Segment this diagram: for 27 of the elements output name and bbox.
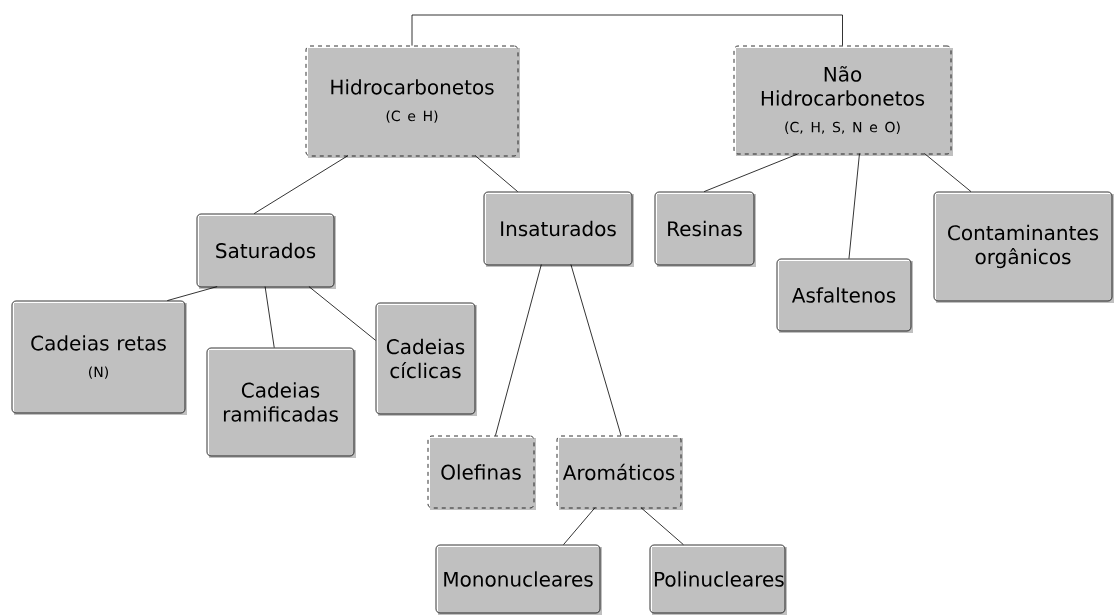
- category-box: Polinucleares: [649, 544, 787, 615]
- connector-line: [848, 153, 860, 259]
- category-box: Olefinas: [427, 435, 536, 510]
- category-box: Cadeias retas (N): [11, 300, 187, 415]
- connector-line: [166, 286, 218, 301]
- category-box: Resinas: [654, 191, 756, 267]
- category-box: Hidrocarbonetos (C e H): [305, 45, 520, 158]
- category-box: Saturados: [196, 213, 336, 289]
- connector-line: [563, 507, 596, 545]
- category-box: Insaturados: [483, 191, 634, 267]
- connector-line: [264, 286, 275, 348]
- connector-line: [495, 264, 542, 436]
- category-box: Mononucleares: [435, 544, 602, 615]
- category-box: Cadeias cíclicas: [375, 302, 477, 416]
- connector-line: [570, 264, 622, 436]
- connector-line: [703, 153, 800, 192]
- connector-line: [253, 155, 349, 214]
- category-box: Asfaltenos: [776, 258, 913, 333]
- bracket-line: [411, 14, 843, 46]
- category-box: Cadeias ramificadas: [206, 347, 356, 458]
- category-box: Contaminantes orgânicos: [933, 191, 1114, 303]
- connector-line: [474, 155, 519, 192]
- category-box: Aromáticos: [556, 435, 683, 510]
- connector-line: [924, 153, 972, 192]
- connector-line: [640, 507, 684, 545]
- connector-line: [308, 286, 376, 341]
- category-box: Não Hidrocarbonetos (C, H, S, N e O): [733, 45, 953, 156]
